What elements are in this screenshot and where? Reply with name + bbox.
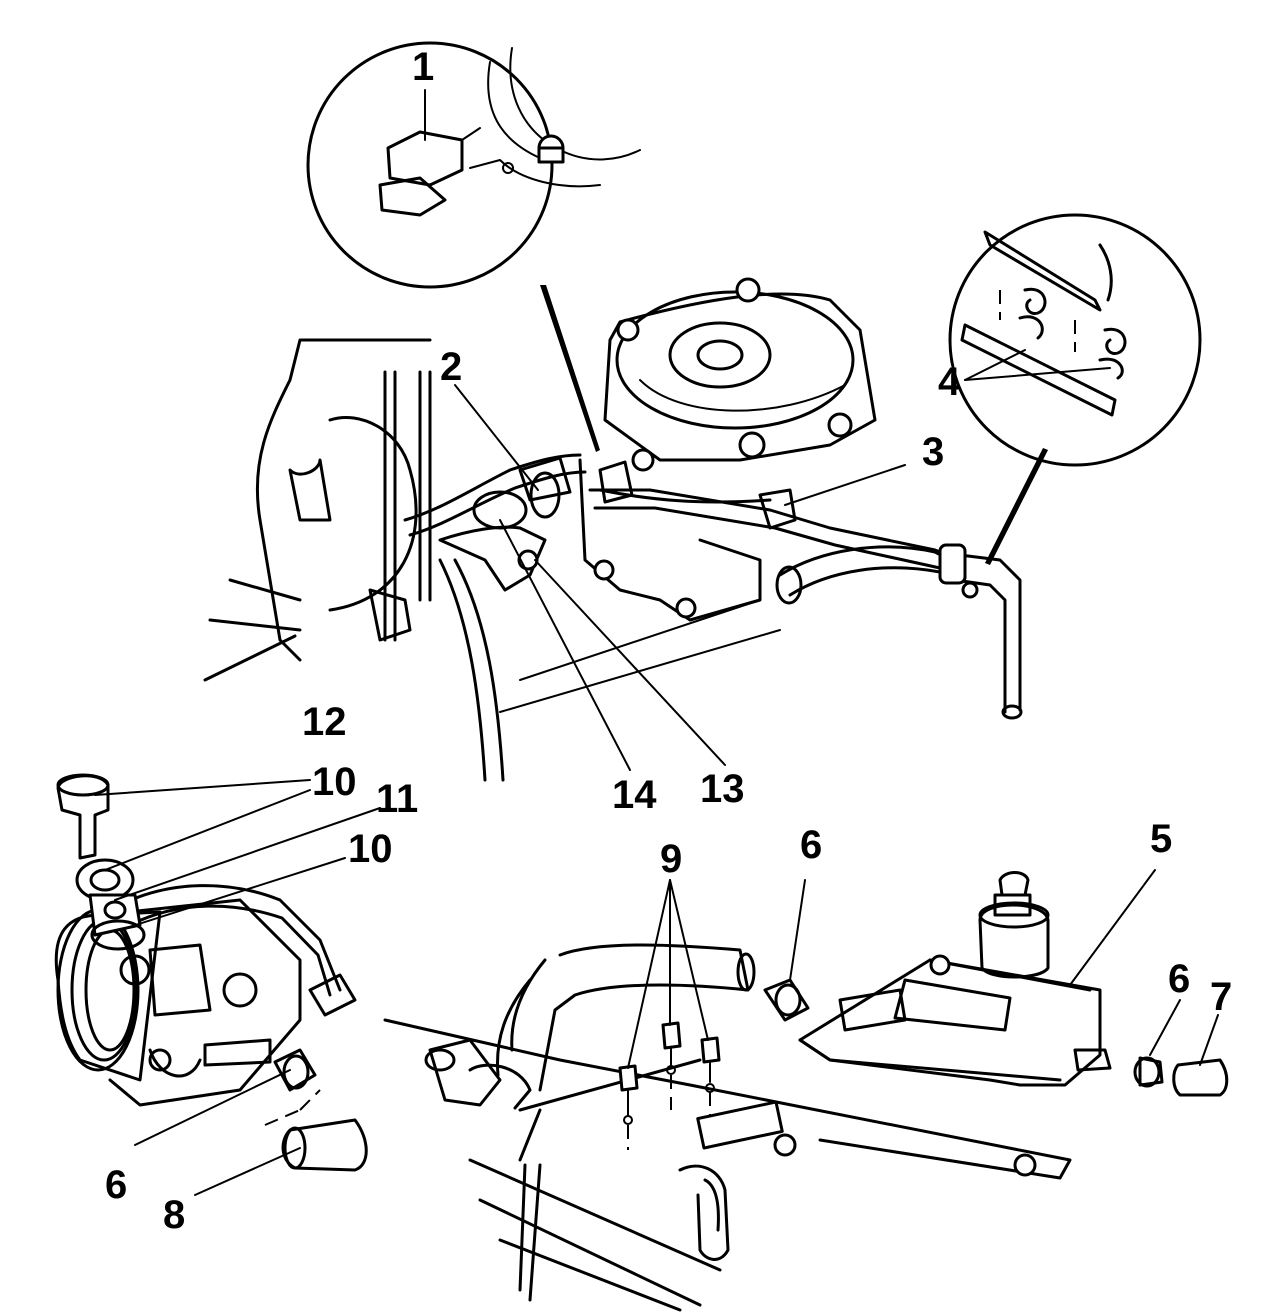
callout-12: 12 xyxy=(302,700,347,744)
callout-6-left: 6 xyxy=(105,1163,127,1207)
detail-circle-hose-clips xyxy=(948,213,1202,467)
callout-1: 1 xyxy=(412,45,434,89)
callout-11: 11 xyxy=(376,777,418,821)
engine-compartment-view xyxy=(203,277,1023,782)
callout-3: 3 xyxy=(922,430,944,474)
callout-9: 9 xyxy=(660,837,682,881)
callout-13: 13 xyxy=(700,767,745,811)
callout-labels: 1 2 3 4 5 6 6 6 7 8 9 10 10 11 12 13 14 xyxy=(105,45,1232,1237)
callout-2: 2 xyxy=(440,345,462,389)
callout-6-right: 6 xyxy=(1168,957,1190,1001)
callout-7: 7 xyxy=(1210,975,1232,1019)
detail-pointer-hose-clips xyxy=(985,448,1048,565)
detail-circle-clip xyxy=(306,41,641,289)
callout-6-top: 6 xyxy=(800,823,822,867)
callout-10-upper: 10 xyxy=(312,760,357,804)
detail-pointer-clip xyxy=(540,285,600,452)
leader-lines xyxy=(94,89,1219,1196)
callout-8: 8 xyxy=(163,1193,185,1237)
power-steering-pump xyxy=(54,773,368,1172)
callout-5: 5 xyxy=(1150,817,1172,861)
callout-4: 4 xyxy=(938,360,961,404)
callout-14: 14 xyxy=(612,773,657,817)
reservoir-assembly xyxy=(383,871,1229,1312)
callout-10-lower: 10 xyxy=(348,827,393,871)
